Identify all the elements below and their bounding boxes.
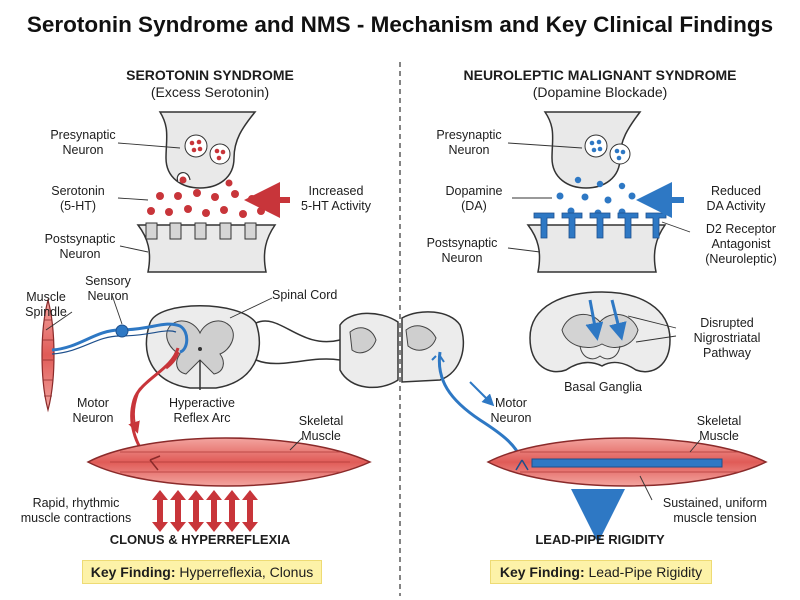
right-key-finding-box: Key Finding: Lead-Pipe Rigidity: [490, 560, 712, 584]
left-spinal-cord: [145, 305, 399, 390]
left-postsynaptic-label: Postsynaptic Neuron: [30, 232, 130, 262]
left-key-finding-label: Key Finding:: [90, 564, 176, 580]
right-motor-neuron-label-line2: Neuron: [490, 411, 532, 425]
left-key-finding-value: Hyperreflexia, Clonus: [179, 564, 314, 580]
left-serotonin-label-line1: Serotonin: [51, 184, 105, 198]
left-presynaptic-label: Presynaptic Neuron: [38, 128, 128, 158]
left-motor-neuron-label-line1: Motor: [77, 396, 109, 410]
left-postsynaptic-neuron: [136, 222, 277, 273]
right-postsynaptic-neuron: [526, 224, 667, 273]
spinal-cord-label: Spinal Cord: [272, 288, 338, 302]
left-skeletal-muscle: [86, 437, 372, 487]
left-activity-label-line1: Increased: [308, 184, 364, 198]
left-presynaptic-terminal: [158, 111, 257, 189]
left-sensory-ganglion: [115, 324, 129, 338]
contractions-label-line2: muscle contractions: [20, 511, 132, 525]
left-postsynaptic-label-line2: Neuron: [59, 247, 101, 261]
right-basal-ganglia: [529, 291, 677, 373]
right-panel-subtitle: (Dopamine Blockade): [532, 84, 668, 100]
tension-label-line1: Sustained, uniform: [662, 496, 768, 510]
right-skeletal-muscle: [486, 437, 768, 501]
left-reflex-leaders: [45, 294, 273, 331]
d2-receptor-label-line1: D2 Receptor: [705, 222, 777, 236]
reflex-arc-label-line1: Hyperactive: [169, 396, 235, 410]
nigrostriatal-pathway-label: Disrupted Nigrostriatal Pathway: [672, 316, 782, 361]
left-presynaptic-label-line2: Neuron: [62, 143, 104, 157]
tension-label: Sustained, uniform muscle tension: [640, 496, 790, 526]
right-motor-neuron-path: [437, 351, 524, 461]
left-reflex-arc-arrow: [128, 387, 141, 434]
left-serotonin-label-line2: (5-HT): [59, 199, 97, 213]
left-synapse-leaders: [117, 142, 181, 253]
sensory-neuron-label-line2: Neuron: [87, 289, 129, 303]
right-postsynaptic-label-line1: Postsynaptic: [426, 236, 498, 250]
right-skeletal-muscle-label-line1: Skeletal: [696, 414, 742, 428]
contractions-label: Rapid, rhythmic muscle contractions: [6, 496, 146, 526]
right-postsynaptic-label-line2: Neuron: [441, 251, 483, 265]
dopamine-label: Dopamine (DA): [434, 184, 514, 214]
left-activity-label: Increased 5-HT Activity: [286, 184, 386, 214]
right-d2-receptor-blockers: [533, 212, 667, 239]
right-motor-neuron-label: Motor Neuron: [476, 396, 546, 426]
muscle-spindle-label: Muscle Spindle: [14, 290, 78, 320]
tension-label-line2: muscle tension: [673, 511, 757, 525]
d2-receptor-label: D2 Receptor Antagonist (Neuroleptic): [688, 222, 794, 267]
right-presynaptic-label-line2: Neuron: [448, 143, 490, 157]
right-activity-label-line2: DA Activity: [706, 199, 766, 213]
reflex-arc-label-line2: Reflex Arc: [173, 411, 231, 425]
nigrostriatal-pathway-label-line3: Pathway: [703, 346, 751, 360]
left-panel-title: SEROTONIN SYNDROME: [126, 67, 294, 83]
left-skeletal-muscle-label-line1: Skeletal: [298, 414, 344, 428]
left-finding-caption: CLONUS & HYPERREFLEXIA: [109, 532, 291, 547]
left-muscle-spindle: [41, 297, 55, 413]
page-title: Serotonin Syndrome and NMS - Mechanism a…: [26, 12, 774, 37]
left-key-finding-box: Key Finding: Hyperreflexia, Clonus: [82, 560, 322, 584]
right-spinal-cord: [401, 311, 465, 383]
left-skeletal-muscle-label: Skeletal Muscle: [276, 414, 366, 444]
d2-receptor-label-line3: (Neuroleptic): [705, 252, 777, 266]
basal-ganglia-label: Basal Ganglia: [564, 380, 642, 394]
muscle-spindle-label-line1: Muscle: [26, 290, 66, 304]
right-postsynaptic-label: Postsynaptic Neuron: [412, 236, 512, 266]
reflex-arc-label: Hyperactive Reflex Arc: [152, 396, 252, 426]
left-serotonin-label: Serotonin (5-HT): [38, 184, 118, 214]
left-presynaptic-label-line1: Presynaptic: [50, 128, 116, 142]
left-skeletal-muscle-label-line2: Muscle: [301, 429, 341, 443]
left-sensory-neuron-path: [51, 322, 189, 354]
left-clonus-arrows: [152, 490, 258, 532]
right-skeletal-muscle-label: Skeletal Muscle: [674, 414, 764, 444]
right-presynaptic-label: Presynaptic Neuron: [424, 128, 514, 158]
contractions-label-line1: Rapid, rhythmic: [32, 496, 120, 510]
right-presynaptic-terminal: [543, 111, 642, 189]
right-key-finding-label: Key Finding:: [499, 564, 585, 580]
nigrostriatal-pathway-label-line1: Disrupted: [700, 316, 754, 330]
sensory-neuron-label: Sensory Neuron: [76, 274, 140, 304]
right-activity-label: Reduced DA Activity: [684, 184, 788, 214]
left-activity-label-line2: 5-HT Activity: [301, 199, 371, 213]
d2-receptor-label-line2: Antagonist: [711, 237, 771, 251]
left-postsynaptic-label-line1: Postsynaptic: [44, 232, 116, 246]
right-skeletal-muscle-label-line2: Muscle: [699, 429, 739, 443]
right-motor-neuron-label-line1: Motor: [495, 396, 527, 410]
left-motor-neuron-label-line2: Neuron: [72, 411, 114, 425]
right-synapse-leaders: [507, 142, 691, 253]
right-activity-label-line1: Reduced: [710, 184, 762, 198]
left-motor-neuron-label: Motor Neuron: [58, 396, 128, 426]
left-motor-neuron-path: [130, 347, 180, 462]
left-panel-subtitle: (Excess Serotonin): [150, 84, 270, 100]
dopamine-label-line2: (DA): [461, 199, 487, 213]
sensory-neuron-label-line1: Sensory: [85, 274, 131, 288]
right-finding-caption: LEAD-PIPE RIGIDITY: [535, 532, 665, 547]
muscle-spindle-label-line2: Spindle: [25, 305, 67, 319]
right-key-finding-value: Lead-Pipe Rigidity: [588, 564, 703, 580]
right-presynaptic-label-line1: Presynaptic: [436, 128, 502, 142]
right-panel-title: NEUROLEPTIC MALIGNANT SYNDROME: [463, 67, 737, 83]
nigrostriatal-pathway-label-line2: Nigrostriatal: [693, 331, 761, 345]
dopamine-label-line1: Dopamine: [445, 184, 503, 198]
